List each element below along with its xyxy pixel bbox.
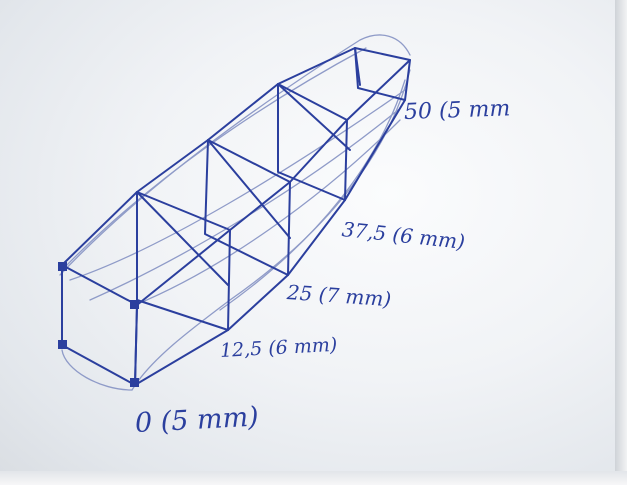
- station-0-label: 0 (5 mm): [134, 401, 260, 439]
- photo-edge-bottom: [0, 471, 627, 485]
- truss-frames: [61, 47, 411, 386]
- node-blocks: [58, 262, 139, 387]
- photo-edge-right: [615, 0, 627, 485]
- station-50-label: 50 (5 mm: [403, 96, 511, 125]
